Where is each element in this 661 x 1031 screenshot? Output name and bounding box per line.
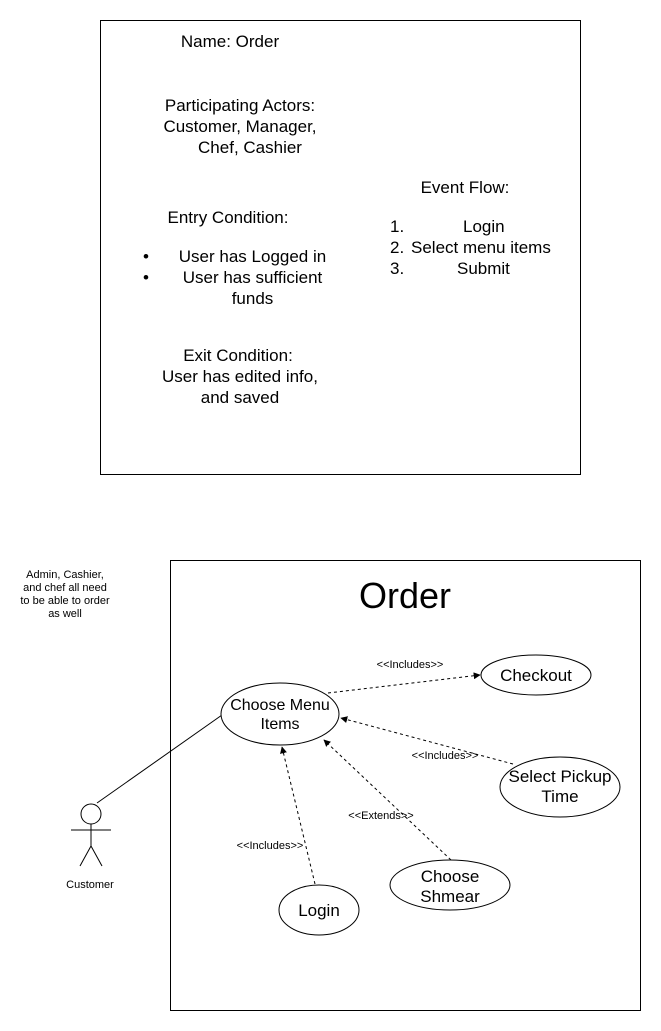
flow-item: 2. Select menu items bbox=[390, 238, 551, 257]
relation-label-login: <<Includes>> bbox=[236, 840, 304, 852]
usecase-login bbox=[278, 884, 360, 936]
exit-line-2: and saved bbox=[200, 388, 280, 407]
association-line bbox=[96, 714, 223, 804]
usecase-label-select-pickup: Select Pickup Time bbox=[508, 767, 612, 806]
usecase-label-checkout: Checkout bbox=[500, 666, 572, 685]
flow-item: 3. Submit bbox=[390, 259, 510, 278]
relation-label-checkout: <<Includes>> bbox=[376, 659, 444, 671]
include-checkout-arrow bbox=[327, 672, 481, 694]
relation-label-shmear: <<Extends>> bbox=[348, 810, 414, 822]
note-text: Admin, Cashier, and chef all need to be … bbox=[20, 569, 110, 620]
customer-actor-icon bbox=[71, 803, 111, 867]
bullet-icon: • bbox=[143, 268, 149, 287]
exit-heading: Exit Condition: bbox=[183, 346, 293, 365]
exit-line-1: User has edited info, bbox=[162, 367, 318, 386]
usecase-label-choose-menu: Choose Menu Items bbox=[230, 697, 330, 733]
relation-label-pickup: <<Includes>> bbox=[411, 750, 479, 762]
usecase-label-choose-shmear: Choose Shmear bbox=[420, 867, 480, 906]
usecase-checkout bbox=[480, 654, 592, 696]
flow-heading: Event Flow: bbox=[420, 178, 510, 197]
entry-heading: Entry Condition: bbox=[167, 208, 289, 227]
actor-label-customer: Customer bbox=[66, 879, 114, 891]
entry-item: • User has Logged in bbox=[143, 247, 327, 266]
system-boundary bbox=[170, 560, 641, 1011]
flow-list: 1. Login 2. Select menu items 3. Submit bbox=[390, 216, 570, 279]
use-case-spec-box bbox=[100, 20, 581, 475]
actors-line-1: Customer, Manager, bbox=[163, 117, 317, 136]
usecase-label-login: Login bbox=[298, 901, 340, 920]
diagram-title: Order bbox=[358, 575, 452, 616]
entry-item-continuation: funds bbox=[231, 289, 274, 308]
actors-heading: Participating Actors: bbox=[164, 96, 316, 115]
entry-item: • User has sufficient bbox=[143, 268, 323, 287]
usecase-select-pickup-time bbox=[499, 756, 621, 818]
entry-list: • User has Logged in • User has sufficie… bbox=[143, 246, 340, 309]
bullet-icon: • bbox=[143, 247, 149, 266]
include-login-arrow bbox=[280, 746, 316, 885]
spec-name: Name: Order bbox=[180, 32, 280, 51]
actors-line-2: Chef, Cashier bbox=[198, 138, 302, 157]
flow-item: 1. Login bbox=[390, 217, 505, 236]
usecase-choose-shmear bbox=[389, 859, 511, 911]
extend-shmear-arrow bbox=[323, 739, 452, 861]
usecase-choose-menu-items bbox=[220, 682, 340, 746]
